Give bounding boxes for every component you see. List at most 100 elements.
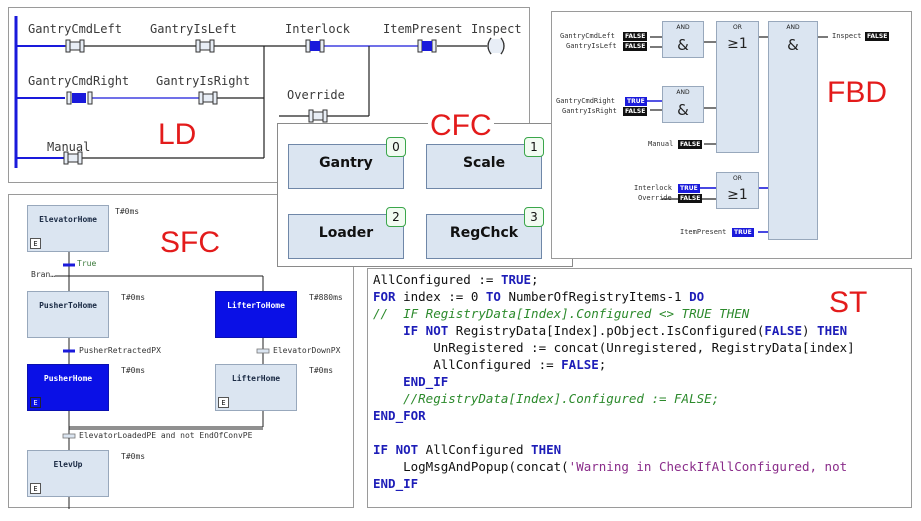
st-string: 'Warning in CheckIfAllConfigured, not	[568, 459, 848, 474]
sfc-step-name: ElevUp	[53, 460, 83, 469]
cfc-block-regchck[interactable]: RegChck 3	[426, 207, 544, 259]
fbd-or-block-1[interactable]: OR ≥1	[716, 21, 759, 153]
sfc-step-name: ElevatorHome	[39, 215, 97, 224]
st-code-line: // IF RegistryData[Index].Configured <> …	[373, 306, 750, 321]
fbd-block-type: AND	[676, 89, 690, 96]
fbd-value-badge: FALSE	[865, 32, 890, 41]
st-code-line: UnRegistered := concat(Unregistered, Reg…	[373, 340, 855, 355]
sfc-step-pushertohome[interactable]: PusherToHome	[27, 291, 109, 338]
contact-override	[308, 109, 328, 123]
fbd-and-block-2[interactable]: AND &	[662, 86, 704, 123]
cfc-panel: Gantry 0 Scale 1 Loader 2 RegChck 3	[277, 123, 573, 267]
cfc-order-badge: 2	[386, 207, 406, 227]
ld-label-inspect: Inspect	[471, 22, 522, 36]
st-code-line: FOR index := 0 TO NumberOfRegistryItems-…	[373, 289, 705, 304]
sfc-step-elevup[interactable]: ElevUp E	[27, 450, 109, 497]
ld-panel: GantryCmdLeft GantryIsLeft Interlock Ite…	[8, 7, 530, 183]
st-code-line: IF NOT RegistryData[Index].pObject.IsCon…	[403, 323, 848, 338]
contact-gantrycmdleft	[65, 39, 85, 53]
fbd-and-block-1[interactable]: AND &	[662, 21, 704, 58]
sfc-step-name: LifterHome	[231, 374, 281, 383]
fbd-or-block-2[interactable]: OR ≥1	[716, 172, 759, 209]
sfc-step-time: T#0ms	[121, 366, 146, 375]
cfc-block-scale[interactable]: Scale 1	[426, 137, 544, 189]
sfc-step-time: T#0ms	[309, 366, 334, 375]
contact-manual	[63, 151, 83, 165]
fbd-value-badge: FALSE	[623, 107, 648, 116]
ld-label-gantryisright: GantryIsRight	[156, 74, 250, 88]
st-keyword: THEN	[817, 323, 848, 338]
contact-interlock	[305, 39, 325, 53]
st-keyword: DO	[689, 289, 705, 304]
fbd-input-label: GantryCmdLeft	[560, 32, 615, 40]
fbd-value-badge: FALSE	[678, 140, 703, 149]
ld-label-gantrycmdleft: GantryCmdLeft	[28, 22, 122, 36]
fbd-input-label: Manual	[648, 140, 674, 148]
fbd-value-badge: FALSE	[623, 42, 648, 51]
sfc-branch-label: Bran…	[31, 270, 56, 279]
ld-label-gantryisleft: GantryIsLeft	[150, 22, 237, 36]
fbd-input-label: Interlock	[634, 184, 672, 192]
st-code-line: IF NOT AllConfigured THEN	[373, 442, 562, 457]
st-keyword: FOR	[373, 289, 396, 304]
sfc-step-name: LifterToHome	[227, 301, 285, 310]
st-keyword: IF NOT	[403, 323, 449, 338]
st-code-line: END_IF	[373, 476, 419, 491]
st-keyword: IF NOT	[373, 442, 419, 457]
fbd-block-symbol: ≥1	[727, 36, 748, 52]
st-keyword: FALSE	[764, 323, 802, 338]
fbd-and-block-3[interactable]: AND &	[768, 21, 818, 240]
sfc-title: SFC	[160, 226, 220, 259]
sfc-transition-label: ElevatorDownPX	[273, 346, 341, 355]
cfc-block-gantry[interactable]: Gantry 0	[288, 137, 406, 189]
fbd-input-label: Override	[638, 194, 672, 202]
cfc-block-loader[interactable]: Loader 2	[288, 207, 406, 259]
fbd-value-badge: TRUE	[732, 228, 754, 237]
fbd-title: FBD	[827, 76, 887, 109]
fbd-block-symbol: &	[677, 101, 689, 119]
fbd-block-symbol: &	[787, 36, 799, 54]
ld-label-gantrycmdright: GantryCmdRight	[28, 74, 130, 88]
cfc-title: CFC	[428, 109, 494, 142]
cfc-block-name: Loader	[318, 225, 374, 241]
fbd-input-label: GantryIsRight	[562, 107, 617, 115]
sfc-step-name: PusherToHome	[39, 301, 97, 310]
ld-rungs	[14, 16, 505, 168]
cfc-block-name: Scale	[462, 155, 506, 171]
fbd-input-label: GantryCmdRight	[556, 97, 616, 105]
contact-itempresent	[417, 39, 437, 53]
sfc-step-entry-marker: E	[30, 483, 41, 494]
contact-gantryisright	[198, 91, 218, 105]
st-code-line: AllConfigured := FALSE;	[373, 357, 607, 372]
fbd-block-type: OR	[733, 24, 742, 31]
fbd-block-symbol: &	[677, 36, 689, 54]
sfc-step-entry-marker: E	[218, 397, 229, 408]
cfc-block-name: Gantry	[319, 155, 373, 171]
sfc-step-time: T#0ms	[115, 207, 140, 216]
st-code-line: //RegistryData[Index].Configured := FALS…	[373, 391, 720, 406]
sfc-connections	[39, 252, 270, 509]
cfc-block-name: RegChck	[449, 225, 519, 241]
contact-gantryisleft	[195, 39, 215, 53]
sfc-step-elevatorhome[interactable]: ElevatorHome E	[27, 205, 109, 252]
st-keyword: FALSE	[561, 357, 599, 372]
sfc-transition-label: True	[77, 259, 97, 268]
fbd-input-label: ItemPresent	[680, 228, 727, 236]
st-code-line: LogMsgAndPopup(concat('Warning in CheckI…	[373, 459, 848, 474]
st-panel[interactable]: AllConfigured := TRUE; FOR index := 0 TO…	[367, 268, 912, 508]
sfc-step-liftertohome[interactable]: LifterToHome	[215, 291, 297, 338]
sfc-step-pusherhome[interactable]: PusherHome E	[27, 364, 109, 411]
ld-title: LD	[158, 118, 197, 151]
fbd-value-badge: FALSE	[623, 32, 648, 41]
sfc-step-lifterhome[interactable]: LifterHome E	[215, 364, 297, 411]
st-keyword: THEN	[531, 442, 562, 457]
fbd-block-type: AND	[676, 24, 690, 31]
fbd-value-badge: TRUE	[678, 184, 700, 193]
fbd-output-label: Inspect	[832, 32, 862, 40]
fbd-value-badge: FALSE	[678, 194, 703, 203]
ld-label-override: Override	[287, 88, 345, 102]
fbd-block-type: OR	[733, 175, 742, 182]
fbd-block-type: AND	[786, 24, 800, 31]
fbd-block-symbol: ≥1	[727, 187, 748, 203]
fbd-input-label: GantryIsLeft	[566, 42, 617, 50]
